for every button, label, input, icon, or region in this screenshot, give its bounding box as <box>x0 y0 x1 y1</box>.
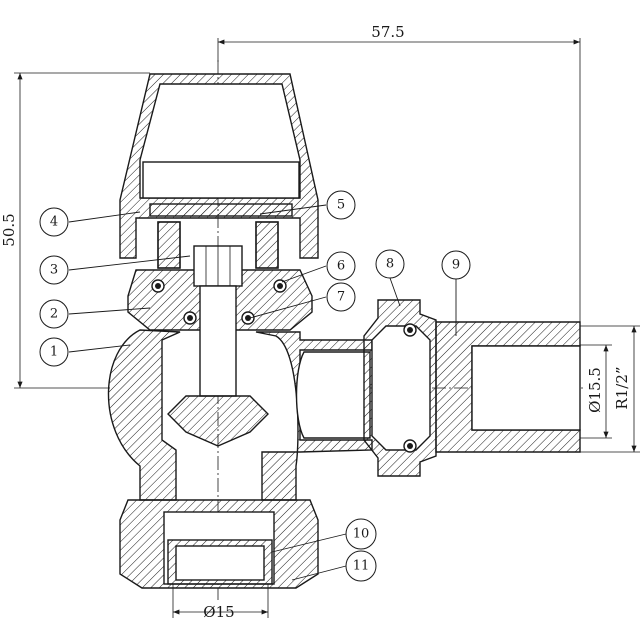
valve-stem <box>167 245 269 447</box>
callout-4: 4 <box>39 207 141 237</box>
svg-text:4: 4 <box>50 215 58 230</box>
outlet-union <box>363 299 581 477</box>
svg-text:11: 11 <box>353 559 370 574</box>
cap-handwheel <box>119 73 319 259</box>
svg-text:9: 9 <box>452 258 460 273</box>
callout-6: 6 <box>281 251 356 283</box>
callout-8: 8 <box>375 249 405 307</box>
dim-thread: R1/2” <box>613 366 631 409</box>
callout-3: 3 <box>39 255 191 285</box>
dimension-top-width: 57.5 <box>217 23 581 330</box>
svg-text:10: 10 <box>353 527 370 542</box>
callout-5: 5 <box>259 190 356 220</box>
svg-text:7: 7 <box>337 290 345 305</box>
dimension-outlet-bore: Ø15.5 <box>580 344 612 439</box>
callout-11: 11 <box>291 550 377 582</box>
svg-text:6: 6 <box>337 259 345 274</box>
svg-text:1: 1 <box>50 345 58 360</box>
dimension-thread: R1/2” <box>580 325 640 453</box>
inlet-nut <box>119 499 319 589</box>
svg-text:5: 5 <box>337 198 345 213</box>
callout-2: 2 <box>39 299 151 329</box>
dim-inlet-15: Ø15 <box>203 603 234 621</box>
callout-1: 1 <box>39 337 131 367</box>
callout-10: 10 <box>271 518 377 553</box>
callout-7: 7 <box>249 282 356 319</box>
dimension-left-height: 50.5 <box>0 72 150 389</box>
dim-50-5: 50.5 <box>0 213 18 246</box>
valve-body <box>107 329 373 501</box>
callout-9: 9 <box>441 250 471 336</box>
svg-text:2: 2 <box>50 307 58 322</box>
svg-text:8: 8 <box>386 257 394 272</box>
dim-57-5: 57.5 <box>371 23 404 41</box>
dim-outlet-15-5: Ø15.5 <box>586 367 604 413</box>
svg-text:3: 3 <box>50 263 58 278</box>
